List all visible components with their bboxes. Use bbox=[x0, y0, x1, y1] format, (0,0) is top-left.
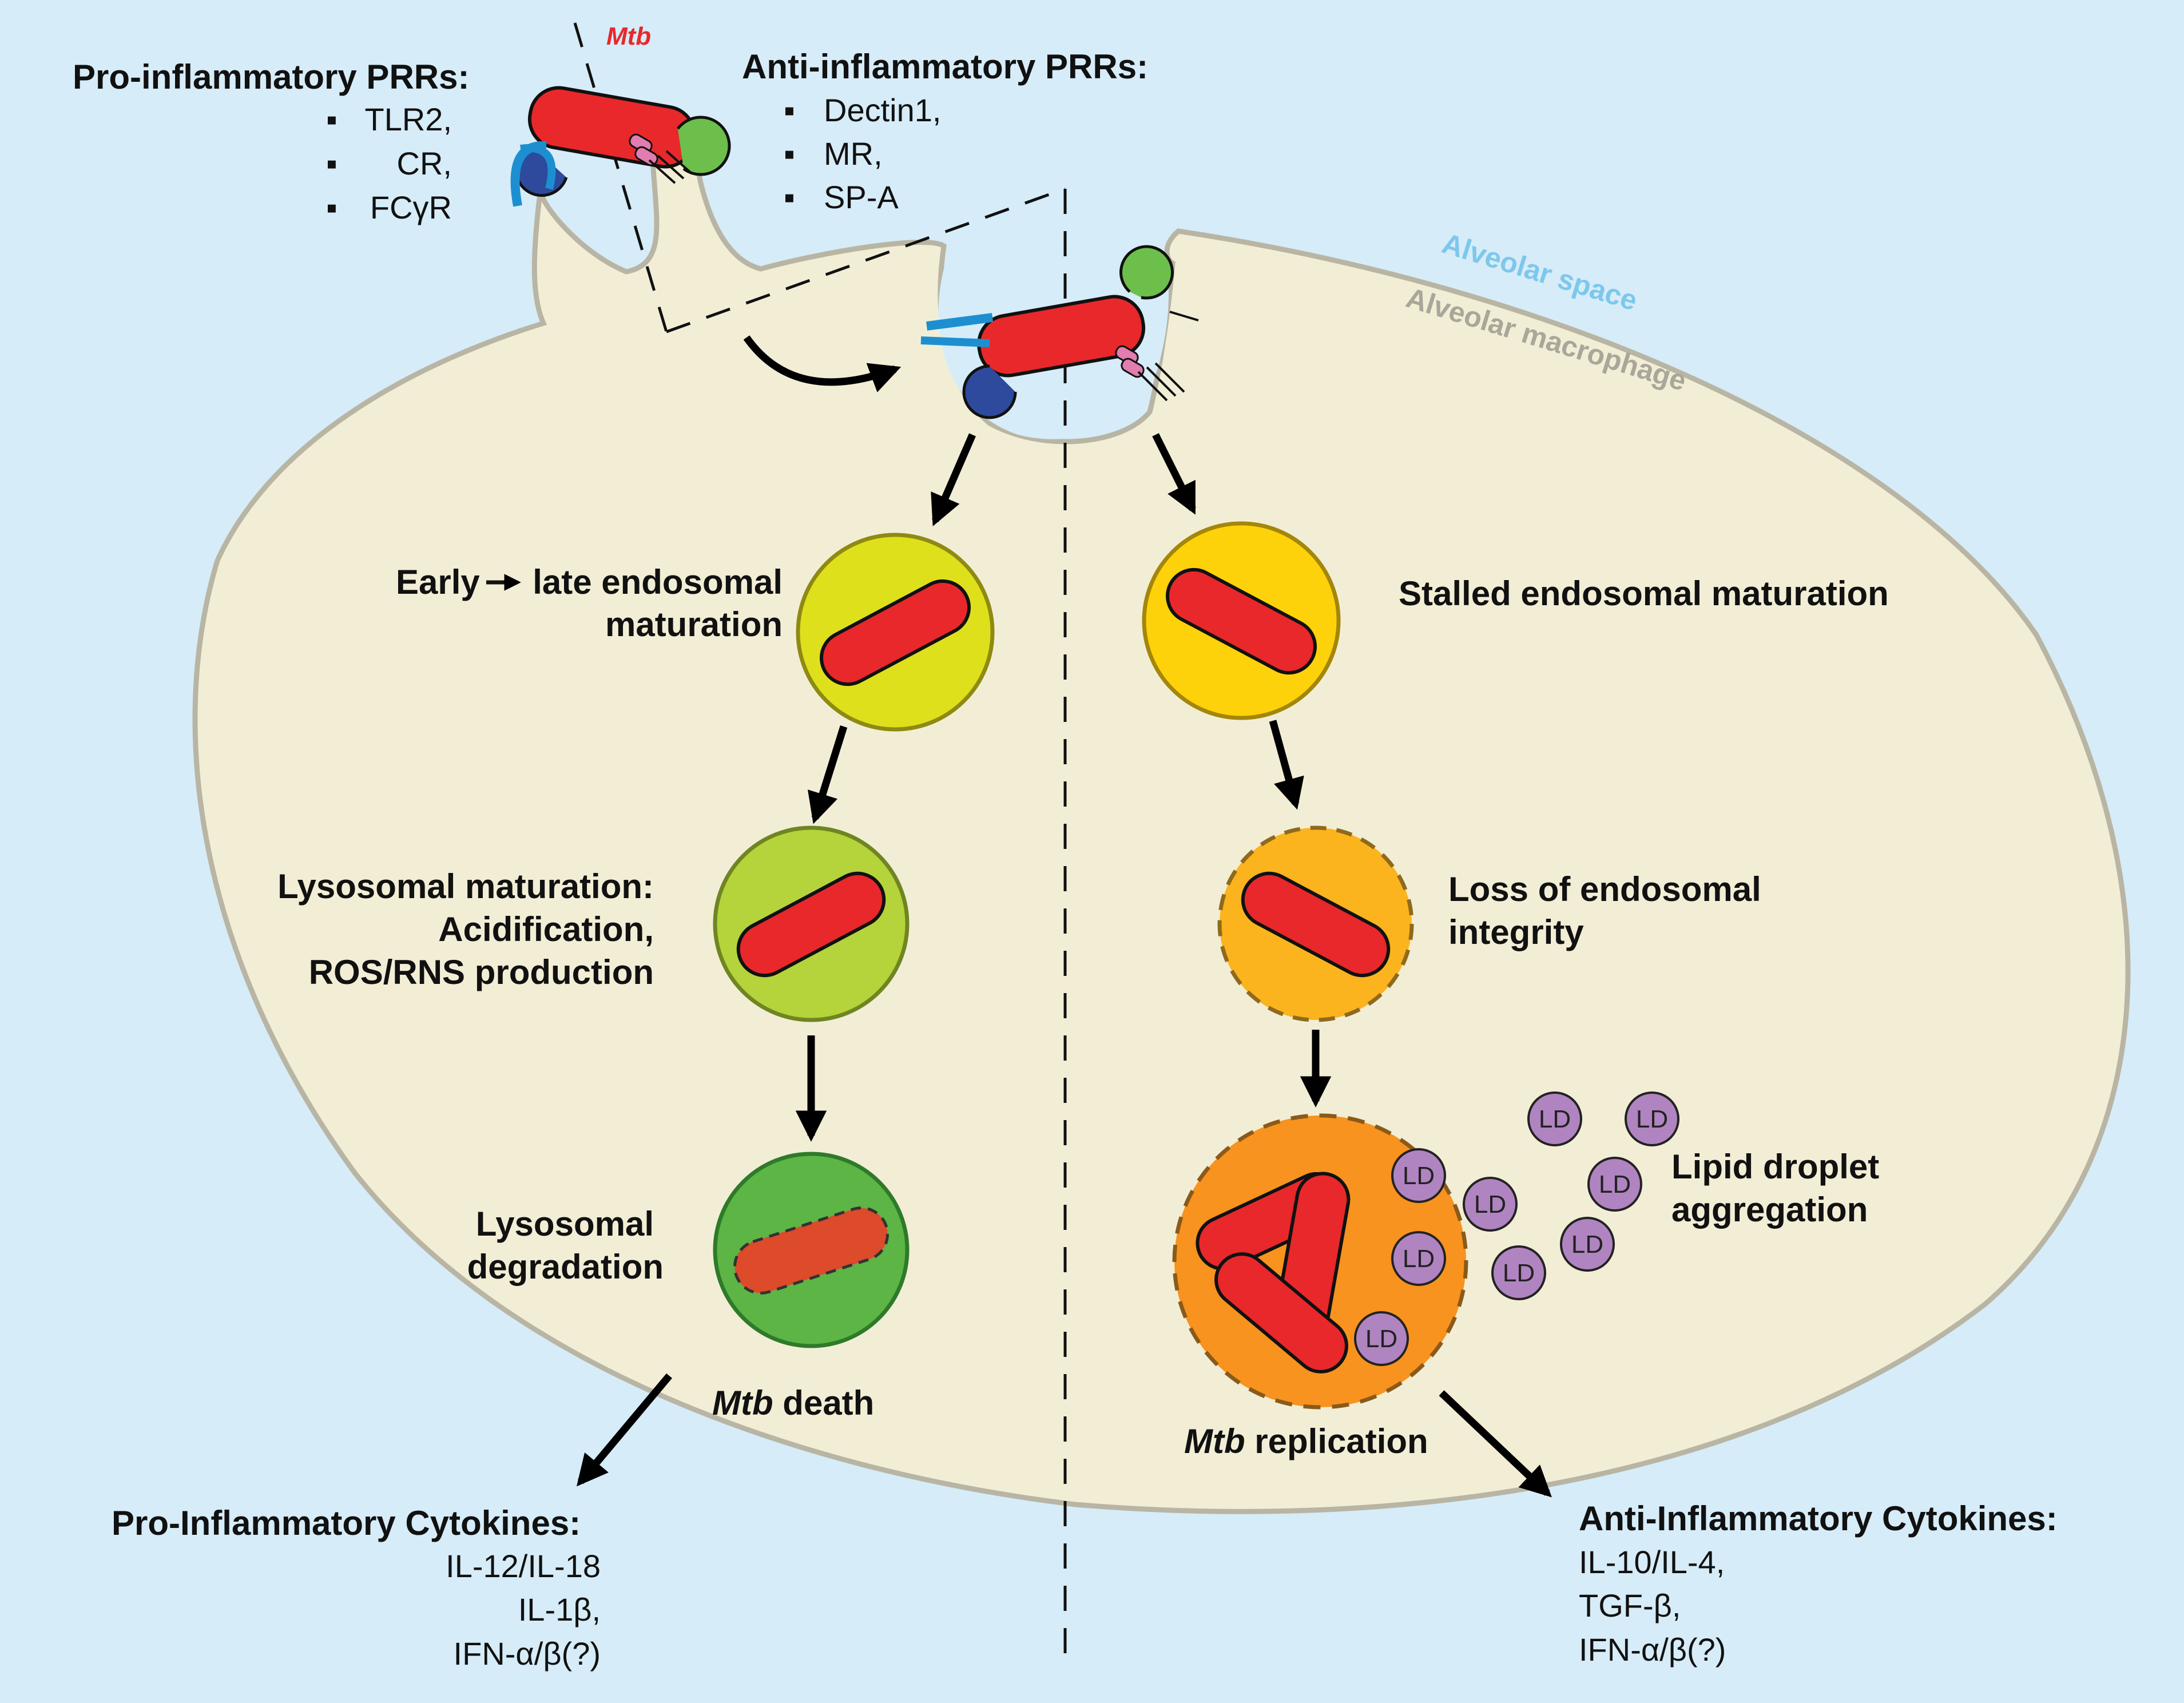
lipid-droplet-label: LD bbox=[1474, 1190, 1506, 1218]
lipid-droplet-label-1: Lipid droplet bbox=[1671, 1148, 1879, 1186]
pro-cytokines-title: Pro-Inflammatory Cytokines: bbox=[112, 1504, 581, 1542]
leaky-endosome bbox=[1217, 825, 1414, 1022]
lipid-droplet bbox=[1463, 1177, 1518, 1232]
arrow-to-pro-cytokines bbox=[576, 1373, 672, 1487]
degradation-lysosome bbox=[713, 1152, 910, 1348]
loss-integrity-label-1: Loss of endosomal bbox=[1448, 870, 1761, 908]
lipid-droplet-label: LD bbox=[1539, 1105, 1571, 1133]
pro-prr-item: TLR2, bbox=[365, 101, 452, 137]
anti-cytokine-item: TGF-β, bbox=[1579, 1587, 1681, 1623]
lipid-droplet-label: LD bbox=[1403, 1245, 1435, 1273]
lipid-droplet-label: LD bbox=[1365, 1325, 1397, 1353]
lipid-droplet bbox=[1491, 1245, 1546, 1300]
lipid-droplet bbox=[1587, 1157, 1642, 1212]
pro-cytokine-item: IL-1β, bbox=[518, 1591, 601, 1627]
lipid-droplet bbox=[1560, 1217, 1615, 1272]
lipid-droplet-label: LD bbox=[1599, 1170, 1631, 1198]
arrow-to-stalled-endosome bbox=[1152, 433, 1196, 515]
bullet: ▪ bbox=[784, 92, 795, 128]
lipid-droplet bbox=[1391, 1148, 1446, 1203]
lipid-droplet-label: LD bbox=[1503, 1259, 1535, 1287]
mtb-label: Mtb bbox=[606, 22, 651, 50]
stalled-label: Stalled endosomal maturation bbox=[1399, 574, 1889, 613]
pro-cytokine-item: IFN-α/β(?) bbox=[454, 1635, 601, 1672]
anti-cytokine-item: IL-10/IL-4, bbox=[1579, 1544, 1725, 1580]
loss-integrity-label-2: integrity bbox=[1448, 913, 1584, 951]
arrow-to-lysosome bbox=[807, 725, 848, 824]
arrow-to-leaky-endosome bbox=[1269, 720, 1304, 810]
bullet: ▪ bbox=[784, 136, 795, 172]
uptake-arrow bbox=[743, 335, 902, 392]
dashed-zoom-line-2 bbox=[666, 187, 1066, 334]
anti-cytokines-title: Anti-Inflammatory Cytokines: bbox=[1579, 1499, 2058, 1538]
bullet: ▪ bbox=[326, 189, 337, 225]
anti-prr-item: MR, bbox=[824, 136, 883, 172]
lipid-droplet bbox=[1391, 1231, 1446, 1286]
lipid-droplet-label: LD bbox=[1636, 1105, 1668, 1133]
mtb-replication-label: Mtb replication bbox=[1184, 1422, 1428, 1460]
anti-prr-item: Dectin1, bbox=[824, 92, 941, 128]
degradation-label-2: degradation bbox=[467, 1248, 664, 1286]
early-label-line2: maturation bbox=[605, 605, 783, 644]
pro-cytokine-item: IL-12/IL-18 bbox=[446, 1548, 601, 1584]
degradation-label-1: Lysosomal bbox=[476, 1205, 654, 1243]
pro-prrs-title: Pro-inflammatory PRRs: bbox=[73, 58, 469, 96]
pro-prr-item: CR, bbox=[397, 145, 452, 181]
bullet: ▪ bbox=[326, 101, 337, 137]
lipid-droplet bbox=[1625, 1091, 1679, 1146]
dashed-zoom-line-1 bbox=[573, 22, 668, 332]
early-endosome bbox=[796, 533, 995, 732]
anti-cytokine-item: IFN-α/β(?) bbox=[1579, 1631, 1726, 1668]
anti-prrs-title: Anti-inflammatory PRRs: bbox=[742, 47, 1148, 86]
acidification-label: Acidification, bbox=[438, 910, 654, 948]
early-label-line1a: Early bbox=[396, 563, 480, 601]
lipid-droplet-label-2: aggregation bbox=[1671, 1190, 1868, 1229]
lipid-droplet bbox=[1527, 1091, 1582, 1146]
mtb-bacterium-surface bbox=[510, 86, 731, 207]
bullet: ▪ bbox=[784, 179, 795, 215]
bullet: ▪ bbox=[326, 145, 337, 181]
arrow-to-early-endosome bbox=[931, 433, 976, 527]
lipid-droplet bbox=[1354, 1311, 1409, 1366]
ros-rns-label: ROS/RNS production bbox=[309, 953, 654, 991]
anti-prr-item: SP-A bbox=[824, 179, 899, 215]
arrow-to-anti-cytokines bbox=[1439, 1390, 1552, 1498]
lipid-droplet-label: LD bbox=[1571, 1230, 1603, 1259]
early-label-line1b: late endosomal bbox=[533, 563, 783, 601]
mtb-death-label: Mtb death bbox=[712, 1384, 874, 1422]
lipid-droplet-label: LD bbox=[1403, 1162, 1435, 1190]
mtb-bacterium-phagosome bbox=[920, 245, 1199, 419]
lysosomal-maturation-label: Lysosomal maturation: bbox=[277, 867, 654, 906]
lipid-droplets: LD LD LD LD LD LD LD LD LD bbox=[1354, 1091, 1679, 1366]
pro-prr-item: FCγR bbox=[370, 189, 452, 225]
lysosome bbox=[713, 825, 910, 1022]
stalled-endosome bbox=[1142, 521, 1341, 720]
